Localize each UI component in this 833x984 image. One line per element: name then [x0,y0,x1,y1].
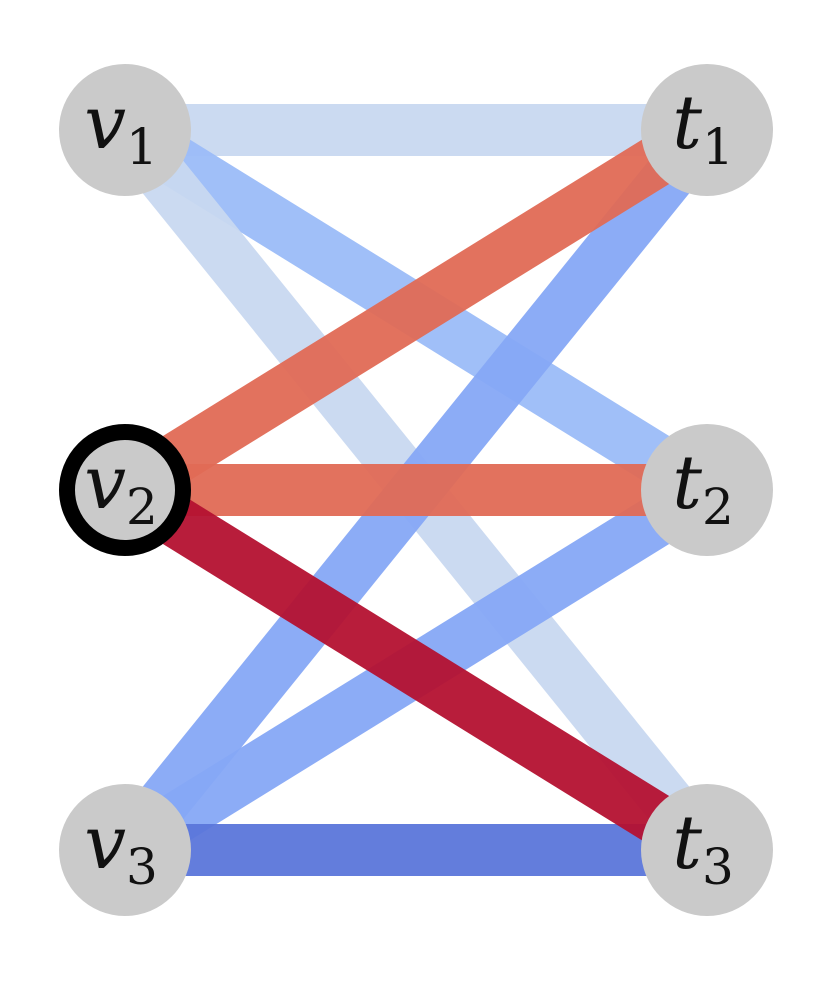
node-t2: t2 [641,424,773,556]
node-t1: t1 [641,64,773,196]
node-letter: v [84,800,126,886]
node-v1: v1 [59,64,191,196]
node-subscript: 2 [702,478,734,536]
node-subscript: 3 [126,838,158,896]
node-circle-t1 [641,64,773,196]
node-subscript: 2 [126,478,158,536]
node-letter: v [84,80,126,166]
edge-v2-t1 [111,107,721,513]
node-letter: t [672,800,702,886]
node-letter: t [672,440,702,526]
node-circle-v2 [59,424,191,556]
node-t3: t3 [641,784,773,916]
node-subscript: 3 [702,838,734,896]
node-label-v1: v1 [84,80,158,176]
node-letter: t [672,80,702,166]
node-label-v2: v2 [84,440,158,536]
node-label-v3: v3 [84,800,158,896]
node-circle-t3 [641,784,773,916]
node-v2: v2 [59,424,191,556]
node-letter: v [84,440,126,526]
node-label-t3: t3 [672,800,734,896]
edges [104,104,728,876]
edge-v2-t3 [111,467,721,873]
node-label-t1: t1 [672,80,734,176]
node-circle-v3 [59,784,191,916]
node-subscript: 1 [702,118,734,176]
node-v3: v3 [59,784,191,916]
node-subscript: 1 [126,118,158,176]
node-label-t2: t2 [672,440,734,536]
node-circle-t2 [641,424,773,556]
node-circle-v1 [59,64,191,196]
